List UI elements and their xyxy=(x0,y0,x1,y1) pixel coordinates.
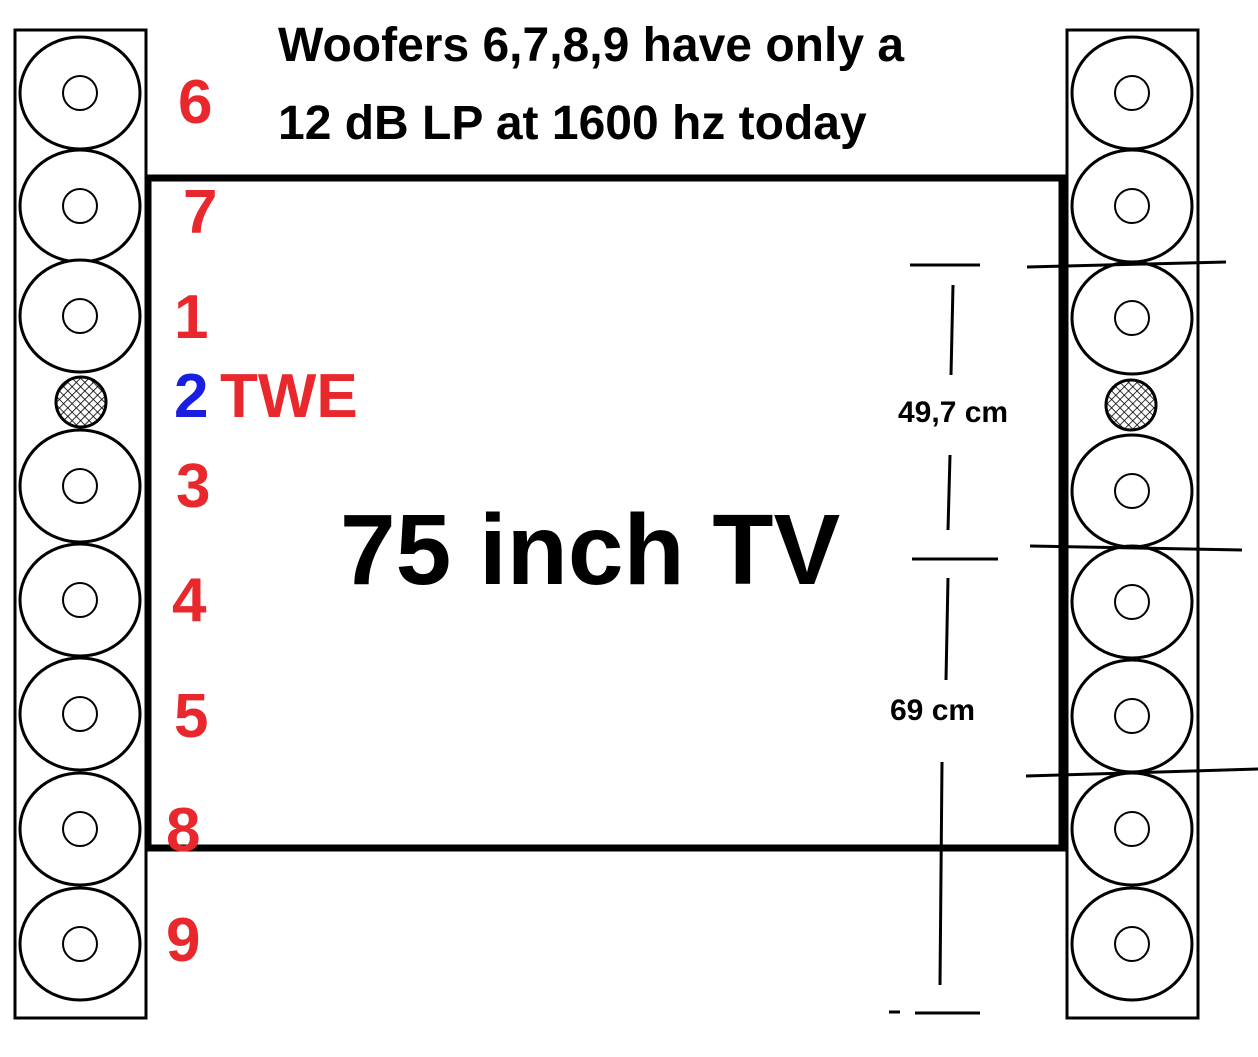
right-woofer-7 xyxy=(1070,771,1194,887)
left-woofer-1 xyxy=(18,35,142,151)
dash-4 xyxy=(938,761,944,986)
right-woofer-4 xyxy=(1070,433,1194,549)
ref-line-top xyxy=(1026,260,1227,269)
label-woofer-7: 7 xyxy=(183,178,218,247)
right-woofer-6 xyxy=(1070,658,1194,774)
header-line-1: Woofers 6,7,8,9 have only a xyxy=(278,19,905,72)
dimension-upper: 49,7 cm xyxy=(898,396,1009,429)
label-woofer-1: 1 xyxy=(174,283,209,352)
left-tweeter xyxy=(54,375,108,429)
measurement-lines xyxy=(889,260,1258,1015)
right-woofer-3 xyxy=(1070,260,1194,376)
label-tweeter-2: 2 xyxy=(174,362,209,431)
left-woofer-7 xyxy=(18,771,142,887)
ref-line-bottom xyxy=(1025,767,1258,778)
left-woofer-6 xyxy=(18,656,142,772)
label-woofer-6: 6 xyxy=(178,68,213,137)
left-woofer-4 xyxy=(18,428,142,544)
right-woofer-1 xyxy=(1070,35,1194,151)
left-speaker-column xyxy=(13,28,148,1020)
dash-1 xyxy=(949,284,955,376)
right-woofer-5 xyxy=(1070,544,1194,660)
label-woofer-3: 3 xyxy=(176,452,211,521)
right-woofer-8 xyxy=(1070,886,1194,1002)
label-woofer-4: 4 xyxy=(172,566,207,635)
dimension-lower: 69 cm xyxy=(890,694,976,727)
header-line-2: 12 dB LP at 1600 hz today xyxy=(278,97,867,150)
left-woofer-5 xyxy=(18,542,142,658)
right-woofer-2 xyxy=(1070,148,1194,264)
ref-line-middle xyxy=(1029,544,1243,552)
dash-3 xyxy=(944,577,950,681)
left-woofer-3 xyxy=(18,258,142,374)
right-speaker-column xyxy=(1065,28,1200,1020)
label-woofer-5: 5 xyxy=(174,682,209,751)
tv-label: 75 inch TV xyxy=(340,494,841,606)
dash-2 xyxy=(946,454,952,531)
tv-frame xyxy=(144,174,1066,852)
left-woofer-8 xyxy=(18,886,142,1002)
label-tweeter-twe: TWE xyxy=(220,362,358,431)
label-woofer-9: 9 xyxy=(166,906,201,975)
label-woofer-8: 8 xyxy=(166,796,201,865)
left-woofer-2 xyxy=(18,148,142,264)
right-tweeter xyxy=(1104,378,1158,432)
